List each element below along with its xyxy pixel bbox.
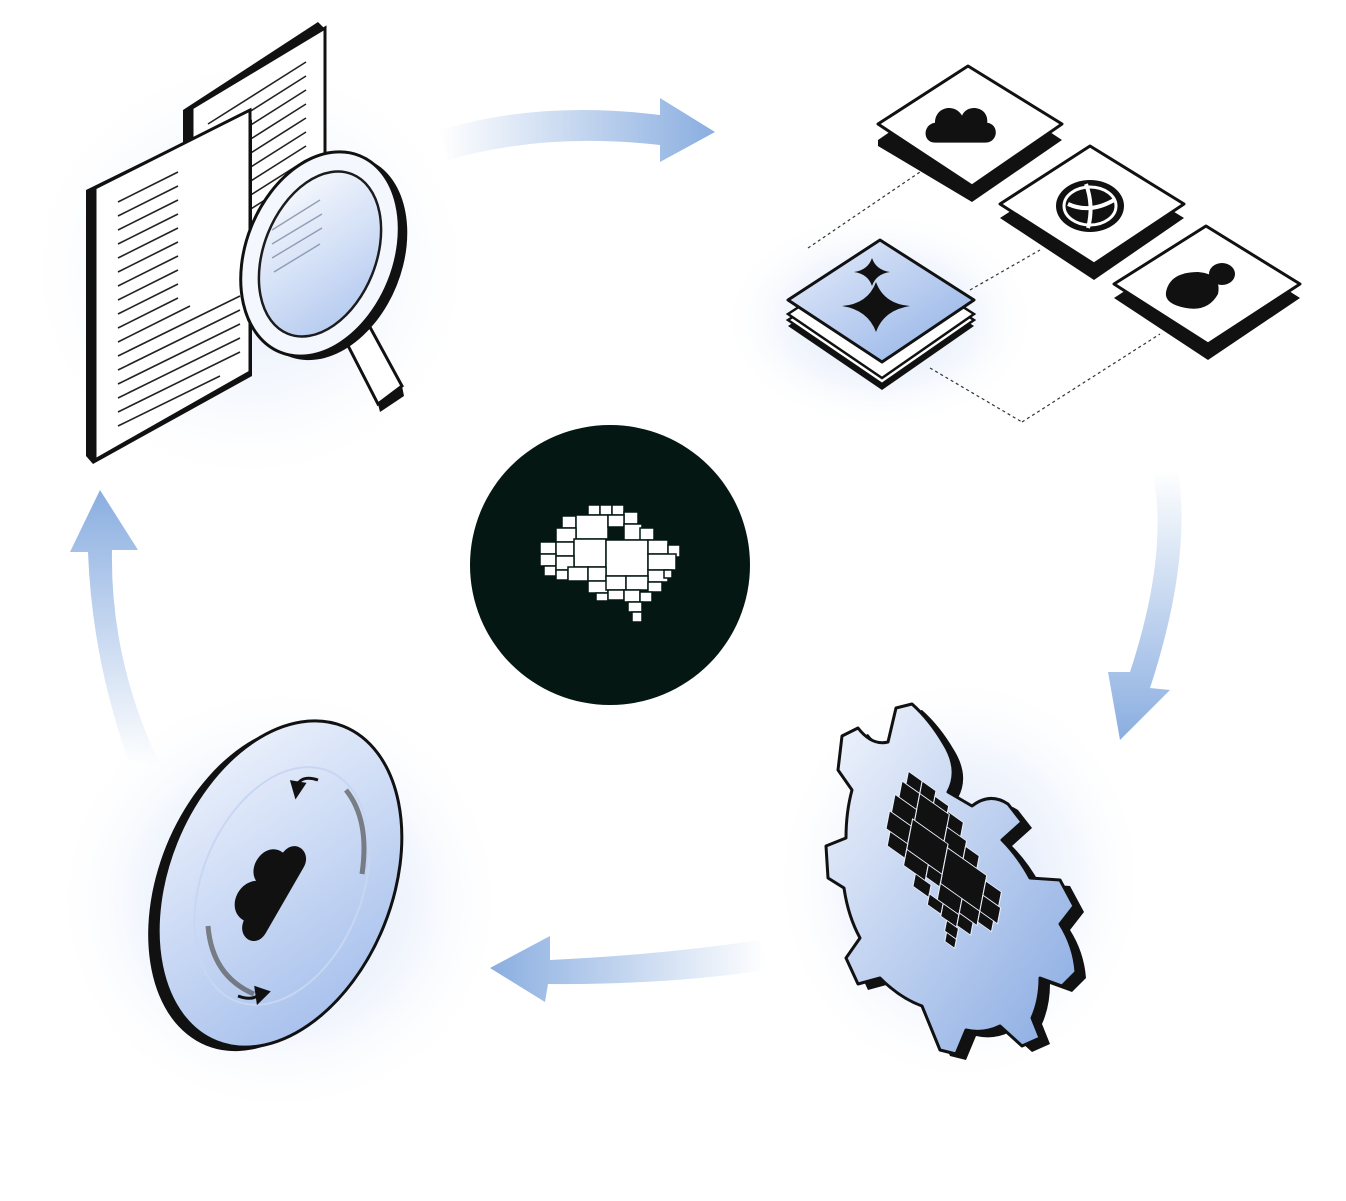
globe-icon [1056,180,1124,232]
arrow-research-to-integrate [440,98,715,162]
arrow-integrate-to-process [1108,470,1182,740]
arrow-process-to-sync [490,936,766,1002]
center-brain [470,425,750,705]
